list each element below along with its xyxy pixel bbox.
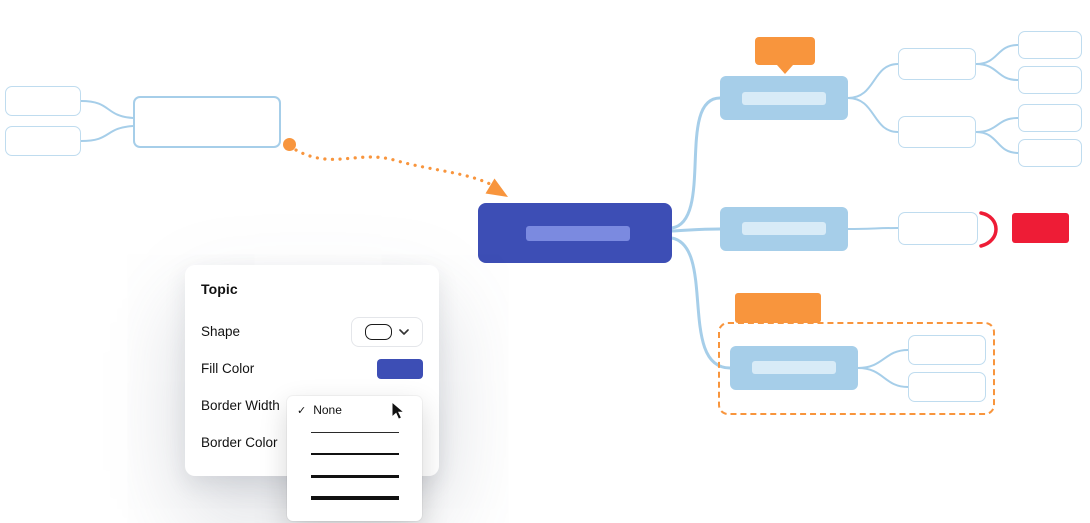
subtopic-box-1[interactable] [898, 48, 976, 80]
subtopic-box-2[interactable] [898, 116, 976, 148]
menu-option-width-3[interactable] [287, 465, 422, 487]
selection-dashed-rect [718, 322, 995, 415]
leaf-box-1[interactable] [1018, 31, 1082, 59]
menu-option-width-2[interactable] [287, 443, 422, 465]
line-width-2-icon [310, 453, 399, 455]
node-label-placeholder [526, 226, 630, 241]
branch-node-top[interactable] [720, 76, 848, 120]
topic-box-left-main[interactable] [133, 96, 281, 148]
checkmark-icon: ✓ [297, 404, 307, 417]
orange-dot-handle[interactable] [283, 138, 296, 151]
subtopic-box-3[interactable] [898, 212, 978, 245]
fill-color-label: Fill Color [201, 361, 255, 376]
mouse-cursor-icon [391, 401, 405, 420]
shape-label: Shape [201, 324, 241, 339]
connector-central-middle [671, 227, 721, 233]
subtopic-box-4[interactable] [908, 335, 986, 365]
panel-title: Topic [201, 281, 238, 297]
branch-node-middle[interactable] [720, 207, 848, 251]
subtopic-box-5[interactable] [908, 372, 986, 402]
row-fill-color: Fill Color [201, 350, 423, 387]
connector-left-bottom [80, 125, 134, 142]
orange-label-rect[interactable] [735, 293, 821, 323]
topic-box-left-1[interactable] [5, 86, 81, 116]
connector-leaf-2 [975, 63, 1019, 81]
drag-path-dotted [294, 148, 496, 188]
menu-option-width-4[interactable] [287, 487, 422, 509]
connector-leaf-3 [975, 117, 1019, 133]
node-label-placeholder [742, 222, 826, 235]
connector-top-child-1 [847, 63, 899, 99]
connector-middle-child [847, 227, 899, 230]
branch-node-bottom[interactable] [730, 346, 858, 390]
drag-arrowhead-icon [485, 178, 508, 197]
menu-option-width-1[interactable] [287, 421, 422, 443]
topic-box-left-2[interactable] [5, 126, 81, 156]
line-width-1-icon [310, 431, 399, 433]
summary-node-red[interactable] [1012, 213, 1069, 243]
connector-leaf-4 [975, 131, 1019, 154]
connector-leaf-1 [975, 44, 1019, 65]
node-label-placeholder [752, 361, 836, 374]
row-border-color: Border Color [201, 424, 423, 461]
connector-central-bottom [671, 236, 731, 370]
border-color-label: Border Color [201, 435, 278, 450]
row-border-width: Border Width [201, 387, 423, 424]
leaf-box-4[interactable] [1018, 139, 1082, 167]
border-width-label: Border Width [201, 398, 280, 413]
line-width-4-icon [310, 496, 399, 500]
chevron-down-icon [399, 328, 409, 335]
connector-bottom-child-2 [857, 367, 909, 388]
summary-brace-red [979, 211, 998, 248]
fill-color-swatch[interactable] [377, 358, 423, 379]
node-label-placeholder [742, 92, 826, 105]
menu-option-none-label: None [313, 403, 342, 417]
callout-pointer-icon [777, 65, 793, 74]
central-topic-node[interactable] [478, 203, 672, 263]
connector-top-child-2 [847, 97, 899, 133]
orange-callout-tag[interactable] [755, 37, 815, 74]
shape-dropdown[interactable] [351, 316, 423, 347]
leaf-box-3[interactable] [1018, 104, 1082, 132]
rounded-rectangle-icon [365, 323, 392, 340]
line-width-3-icon [310, 474, 399, 478]
menu-option-none[interactable]: ✓ None [287, 399, 422, 421]
connector-central-top [671, 96, 721, 230]
leaf-box-2[interactable] [1018, 66, 1082, 94]
connector-left-top [80, 100, 134, 119]
row-shape: Shape [201, 313, 423, 350]
